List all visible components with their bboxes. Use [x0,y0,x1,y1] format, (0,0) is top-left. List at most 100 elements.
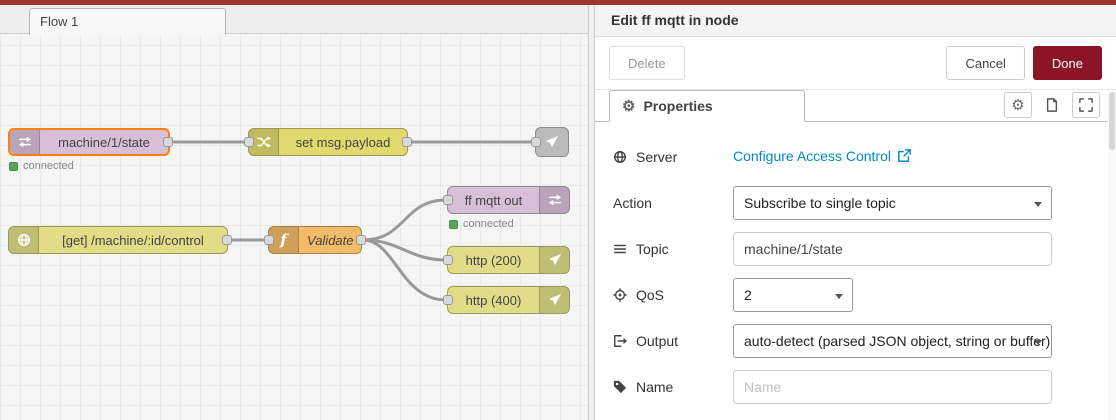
qos-selected-option: 2 [744,287,752,303]
status-text: connected [23,160,74,172]
node-function[interactable]: f Validate [264,226,366,254]
edit-tray: Edit ff mqtt in node Delete Cancel Done … [595,0,1116,420]
input-port[interactable] [443,295,453,305]
link-text: Configure Access Control [733,148,891,164]
tag-icon [613,380,627,394]
output-label-group: Output [613,333,733,349]
flow-tab-label: Flow 1 [40,14,79,29]
flow-canvas[interactable]: machine/1/state connected set msg.payloa… [0,5,588,420]
node-label: http (400) [465,292,522,308]
node-label: machine/1/state [58,134,150,150]
node-label: ff mqtt out [464,192,523,208]
node-help-doc-button[interactable] [1038,92,1066,118]
globe-icon [613,150,627,164]
done-button[interactable]: Done [1032,46,1102,80]
output-icon [613,334,627,348]
node-status: connected [9,160,74,172]
qos-select[interactable]: 2 [733,278,853,312]
workspace-tabbar: Flow 1 [0,5,588,35]
doc-icon [1045,98,1059,112]
output-select[interactable]: auto-detect (parsed JSON object, string … [733,324,1052,358]
properties-form: Server Configure Access Control Action S… [595,122,1116,404]
cancel-button[interactable]: Cancel [946,46,1025,80]
output-label: Output [636,333,679,349]
action-selected-option: Subscribe to single topic [744,195,896,211]
tray-tabbar: ⚙ Properties ⚙ [595,90,1116,122]
delete-button[interactable]: Delete [609,46,685,80]
node-settings-button[interactable]: ⚙ [1004,92,1032,118]
mqtt-icon [539,187,569,213]
name-label: Name [636,379,674,395]
wire[interactable] [361,198,448,242]
node-status: connected [449,218,514,230]
tab-properties[interactable]: ⚙ Properties [609,90,805,122]
name-input[interactable] [733,370,1052,404]
node-label: Validate [307,232,354,248]
server-row: Server Configure Access Control [613,140,1098,174]
node-http-response-200[interactable]: http (200) [443,246,570,274]
plane-icon [539,247,569,273]
node-label: set msg.payload [295,134,391,150]
wire[interactable] [361,238,448,262]
input-port[interactable] [244,137,254,147]
qos-value: 2 [733,278,1052,312]
wire[interactable] [361,238,448,302]
topic-row: Topic [613,232,1098,266]
output-port[interactable] [356,235,366,245]
gear-icon: ⚙ [1011,96,1025,114]
output-port[interactable] [402,137,412,147]
external-link-icon [897,149,911,163]
node-partial[interactable] [531,127,569,157]
input-port[interactable] [264,235,274,245]
node-http-response-400[interactable]: http (400) [443,286,570,314]
qos-icon [613,288,627,302]
panel-resize-handle[interactable] [588,5,595,420]
qos-label: QoS [636,287,665,303]
topic-input[interactable] [733,232,1052,266]
node-label: [get] /machine/:id/control [62,232,204,248]
action-label: Action [613,195,652,211]
server-label: Server [636,149,678,165]
tray-toolbar: Delete Cancel Done [595,37,1116,90]
node-http-in[interactable]: [get] /machine/:id/control [8,226,232,254]
node-change[interactable]: set msg.payload [244,128,412,156]
input-port[interactable] [443,195,453,205]
bars-icon [613,242,627,256]
server-value: Configure Access Control [733,148,1052,166]
node-mqtt-in[interactable]: machine/1/state [8,128,173,156]
action-select[interactable]: Subscribe to single topic [733,186,1052,220]
node-label: http (200) [465,252,522,268]
top-accent-bar [0,0,1116,5]
input-port[interactable] [443,255,453,265]
expand-icon [1079,98,1093,112]
action-row: Action Subscribe to single topic [613,186,1098,220]
status-connected-dot [449,219,458,229]
globe-icon [9,227,39,253]
node-mqtt-out[interactable]: ff mqtt out [443,186,570,214]
topic-value [733,232,1052,266]
status-text: connected [463,218,514,230]
qos-label-group: QoS [613,287,733,303]
expand-editor-button[interactable] [1072,92,1100,118]
plane-icon [539,287,569,313]
topic-label-group: Topic [613,241,733,257]
tray-scrollbar [1108,90,1116,420]
scrollbar-thumb[interactable] [1109,92,1115,150]
output-port[interactable] [163,137,173,147]
tray-tab-tools: ⚙ [1004,92,1100,118]
input-port[interactable] [531,137,541,147]
function-icon: f [269,227,299,253]
output-port[interactable] [222,235,232,245]
output-row: Output auto-detect (parsed JSON object, … [613,324,1098,358]
change-icon [249,129,279,155]
configure-access-control-link[interactable]: Configure Access Control [733,148,911,164]
tab-properties-label: Properties [643,98,713,114]
action-value: Subscribe to single topic [733,186,1052,220]
tab-flow-1[interactable]: Flow 1 [29,8,226,35]
gear-icon: ⚙ [622,97,636,115]
tray-title: Edit ff mqtt in node [595,0,1116,37]
topic-label: Topic [636,241,669,257]
status-connected-dot [9,161,18,171]
output-selected-option: auto-detect (parsed JSON object, string … [744,333,1051,349]
output-value: auto-detect (parsed JSON object, string … [733,324,1052,358]
